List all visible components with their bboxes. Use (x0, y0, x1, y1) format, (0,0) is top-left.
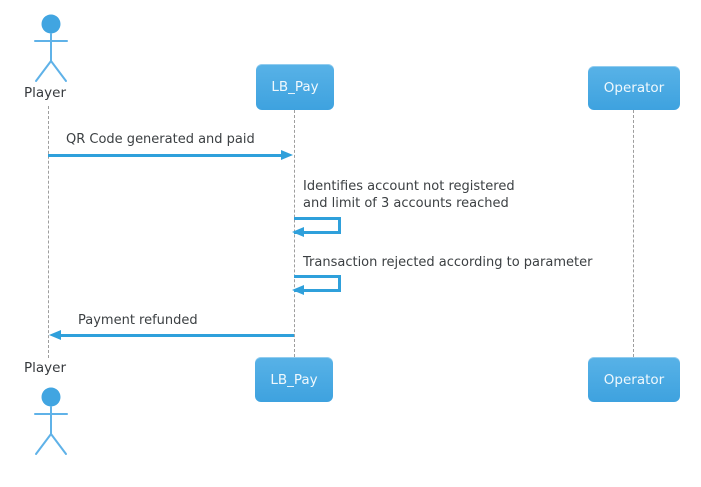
message-label-identifies-line2: and limit of 3 accounts reached (303, 196, 509, 211)
player-actor-icon (34, 14, 68, 82)
message-arrow-qr-code (48, 154, 281, 157)
message-label-identifies-line1: Identifies account not registered (303, 179, 515, 194)
arrowhead-left-icon (292, 227, 304, 237)
participant-box-lbpay-top: LB_Pay (256, 64, 334, 110)
message-label-payment-refunded: Payment refunded (78, 313, 198, 328)
participant-box-operator-top: Operator (588, 66, 680, 110)
actor-figure-bottom (34, 387, 68, 455)
participant-box-lbpay-bottom: LB_Pay (255, 357, 333, 402)
message-label-transaction-rejected: Transaction rejected according to parame… (303, 255, 593, 270)
lifeline-player (48, 106, 49, 358)
participant-box-operator-bottom: Operator (588, 357, 680, 402)
message-arrow-payment-refunded (61, 334, 294, 337)
self-message-loop-1 (294, 217, 341, 234)
lifeline-operator (633, 110, 634, 357)
self-message-loop-2 (294, 275, 341, 292)
actor-head (41, 387, 61, 407)
actor-figure-top (34, 14, 68, 82)
arrowhead-left-icon (292, 285, 304, 295)
player-label-bottom: Player (24, 360, 67, 376)
actor-head (41, 14, 61, 34)
player-actor-icon (34, 387, 68, 455)
arrowhead-left-icon (49, 330, 61, 340)
message-label-identifies: Identifies account not registered and li… (303, 178, 515, 212)
arrowhead-right-icon (281, 150, 293, 160)
player-label-top: Player (24, 85, 67, 101)
message-label-qr-code: QR Code generated and paid (66, 132, 255, 147)
